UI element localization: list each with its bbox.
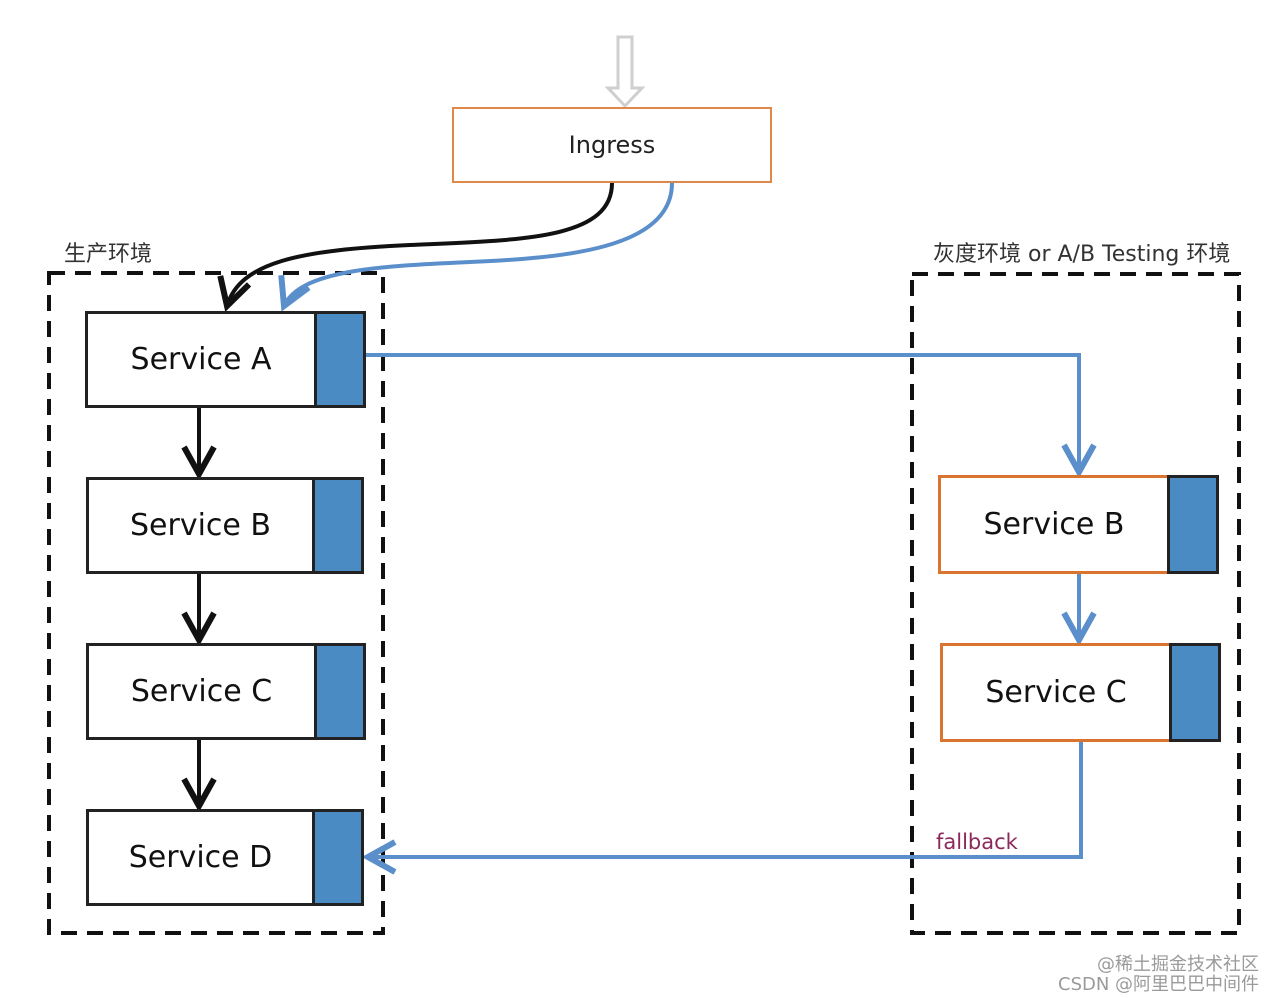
a-to-canary-b-path xyxy=(366,353,1079,472)
incoming-traffic-arrow xyxy=(604,35,646,109)
prod-service-c-label: Service C xyxy=(130,674,273,709)
prod-service-a-tab xyxy=(314,311,366,408)
ingress-to-service-a-prod-path xyxy=(227,182,614,306)
canary-service-c: Service C xyxy=(940,643,1221,742)
prod-service-d: Service D xyxy=(86,809,364,906)
canary-service-c-tab xyxy=(1169,643,1221,742)
canary-service-b: Service B xyxy=(938,475,1219,574)
canary-service-b-label: Service B xyxy=(983,507,1125,542)
canary-service-b-tab xyxy=(1167,475,1219,574)
prod-service-a: Service A xyxy=(85,311,366,408)
prod-service-b-tab xyxy=(312,477,364,574)
prod-service-b-label: Service B xyxy=(130,508,271,543)
production-env-container xyxy=(47,271,385,935)
prod-service-c-tab xyxy=(314,643,366,740)
prod-service-c: Service C xyxy=(86,643,366,740)
prod-service-a-label: Service A xyxy=(130,342,272,377)
canary-env-container xyxy=(910,272,1241,935)
ingress-label: Ingress xyxy=(568,131,656,159)
ingress-to-service-a-canary-path xyxy=(284,182,674,306)
canary-env-label: 灰度环境 or A/B Testing 环境 xyxy=(933,242,1231,267)
prod-service-d-tab xyxy=(312,809,364,906)
canary-service-c-label: Service C xyxy=(985,675,1127,710)
fallback-label: fallback xyxy=(936,830,1018,854)
watermark-line-2: CSDN @阿里巴巴中间件 xyxy=(1058,974,1260,995)
prod-service-b: Service B xyxy=(86,477,364,574)
production-env-label: 生产环境 xyxy=(64,242,153,267)
prod-service-d-label: Service D xyxy=(128,840,273,875)
ingress-box: Ingress xyxy=(452,107,772,183)
fallback-path xyxy=(368,742,1083,857)
watermark-line-1: @稀土掘金技术社区 xyxy=(1097,954,1259,975)
